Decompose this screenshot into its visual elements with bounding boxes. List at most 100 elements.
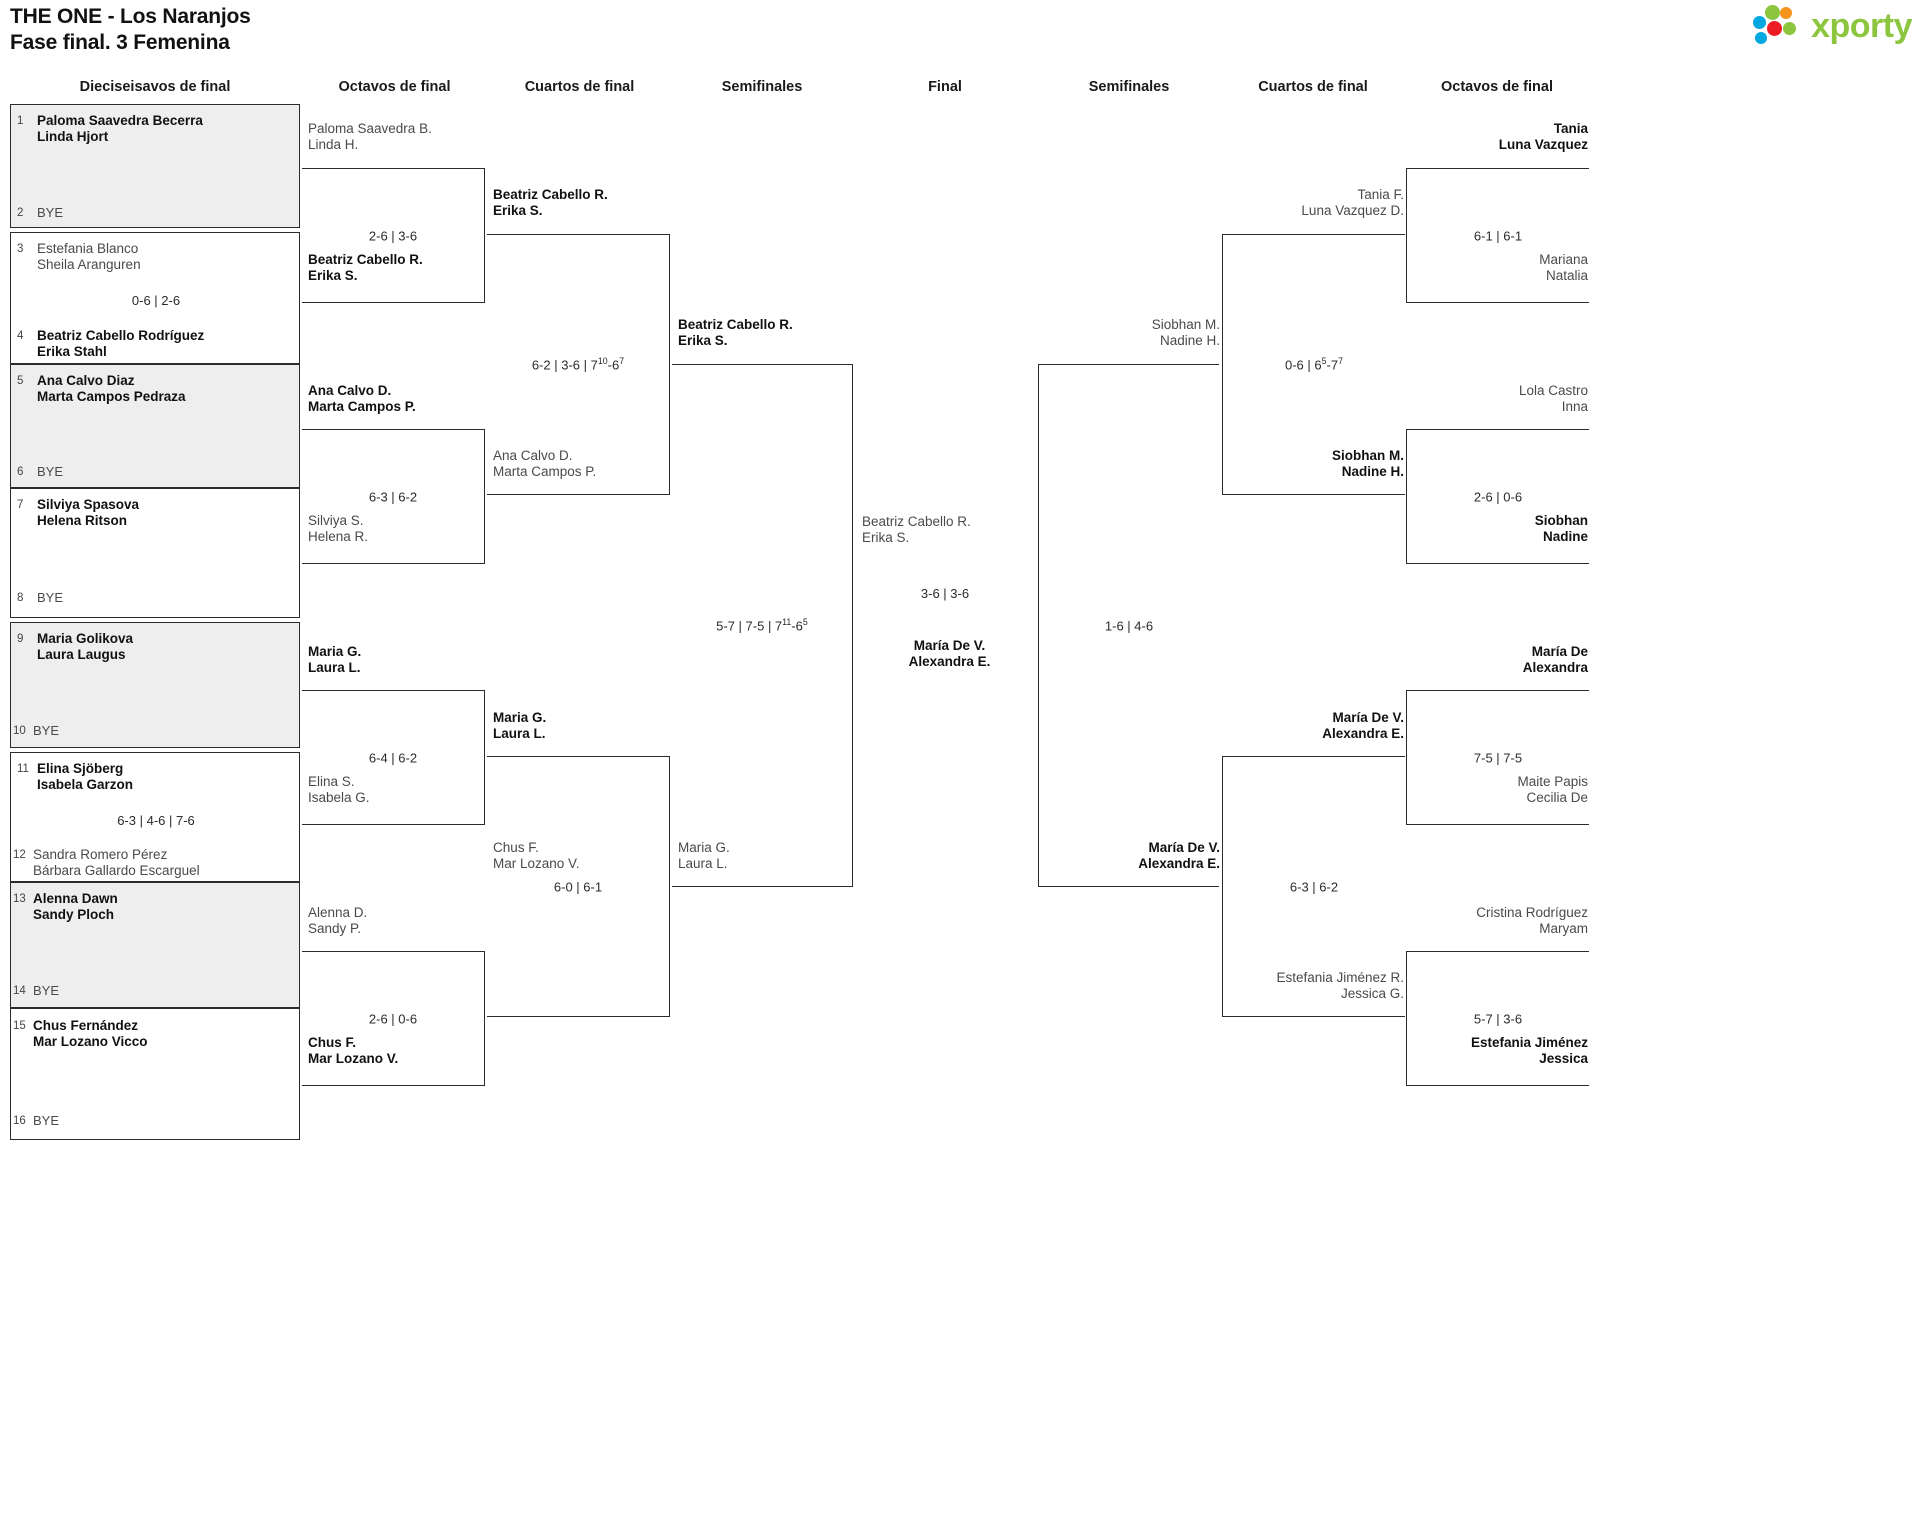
right-r16-match-4-box[interactable]: 5-7 | 3-6: [1406, 951, 1589, 1086]
right-sf-match-box[interactable]: 1-6 | 4-6: [1038, 364, 1219, 887]
r16-match-2-box[interactable]: 6-3 | 6-2: [302, 429, 485, 564]
r16-entrant-top: Alenna D.Sandy P.: [308, 905, 368, 936]
right-r16-match-2-box[interactable]: 2-6 | 0-6: [1406, 429, 1589, 564]
r16-match-2-score: 6-3 | 6-2: [368, 489, 418, 504]
r32-match-score: 6-3 | 4-6 | 7-6: [117, 813, 195, 828]
xporty-logo[interactable]: xporty: [1753, 4, 1912, 48]
seed-number: 12: [13, 849, 26, 861]
seed-number: 9: [17, 633, 24, 645]
page-title: THE ONE - Los Naranjos Fase final. 3 Fem…: [10, 4, 251, 56]
xporty-logo-icon: [1753, 4, 1805, 48]
r16-entrant-top: Ana Calvo D.Marta Campos P.: [308, 383, 416, 414]
right-qf-match-2-score: 6-3 | 6-2: [1289, 879, 1339, 894]
right-qf-entrant-top: María De V.Alexandra E.: [1322, 710, 1404, 741]
entrant-bye: BYE: [33, 983, 60, 998]
r16-match-1-box[interactable]: 2-6 | 3-6: [302, 168, 485, 303]
qf-match-2-score: 6-0 | 6-1: [553, 879, 603, 894]
right-r16-match-3-box[interactable]: 7-5 | 7-5: [1406, 690, 1589, 825]
seed-number: 1: [17, 115, 24, 127]
entrant-bye: BYE: [37, 464, 64, 479]
entrant-bye: BYE: [37, 590, 64, 605]
right-r16-match-2-score: 2-6 | 0-6: [1473, 489, 1523, 504]
qf-match-2-box[interactable]: 6-0 | 6-1: [487, 756, 670, 1017]
tournament-phase: Fase final. 3 Femenina: [10, 31, 230, 54]
qf-match-1-box[interactable]: 6-2 | 3-6 | 710-67: [487, 234, 670, 495]
right-qf-match-2-box[interactable]: 6-3 | 6-2: [1222, 756, 1405, 1017]
seed-number: 5: [17, 375, 24, 387]
r32-entrant: 16 BYE: [13, 1113, 59, 1128]
r16-entrant-bottom: Silviya S.Helena R.: [308, 513, 369, 544]
qf-entrant-top: Beatriz Cabello R.Erika S.: [493, 187, 608, 218]
r32-entrant: 2 BYE: [17, 205, 63, 220]
sf-entrant-bottom: Maria G.Laura L.: [678, 840, 730, 871]
sf-match-1-score: 5-7 | 7-5 | 711-65: [716, 616, 808, 633]
round-header-left-r16: Octavos de final: [338, 79, 451, 95]
right-r16-match-4-score: 5-7 | 3-6: [1473, 1011, 1523, 1026]
r32-entrant: 6 BYE: [17, 464, 63, 479]
seed-number: 4: [17, 330, 24, 342]
entrant-bye: BYE: [33, 1113, 60, 1128]
seed-number: 10: [13, 725, 26, 737]
right-qf-match-1-score: 0-6 | 65-77: [1284, 355, 1344, 372]
round-header-left-qf: Cuartos de final: [524, 79, 635, 95]
right-qf-entrant-bottom: Estefania Jiménez R.Jessica G.: [1276, 970, 1404, 1001]
right-sf-entrant-top: Siobhan M.Nadine H.: [1151, 317, 1220, 348]
qf-entrant-bottom: Ana Calvo D.Marta Campos P.: [493, 448, 597, 479]
right-sf-entrant-bottom: María De V.Alexandra E.: [1138, 840, 1220, 871]
round-header-right-sf: Semifinales: [1088, 79, 1170, 95]
r16-match-3-box[interactable]: 6-4 | 6-2: [302, 690, 485, 825]
right-qf-entrant-top: Tania F.Luna Vazquez D.: [1301, 187, 1404, 218]
r16-entrant-bottom: Elina S.Isabela G.: [308, 774, 370, 805]
r16-match-3-score: 6-4 | 6-2: [368, 750, 418, 765]
r32-entrant: 10 BYE: [13, 723, 59, 738]
round-header-final: Final: [928, 79, 962, 95]
round-header-right-r16: Octavos de final: [1440, 79, 1553, 95]
right-r16-match-3-score: 7-5 | 7-5: [1473, 750, 1523, 765]
r16-entrant-bottom: Beatriz Cabello R.Erika S.: [308, 252, 423, 283]
seed-number: 13: [13, 893, 26, 905]
right-sf-match-score: 1-6 | 4-6: [1104, 618, 1154, 633]
r16-entrant-top: Paloma Saavedra B.Linda H.: [308, 121, 432, 152]
right-r16-match-1-box[interactable]: 6-1 | 6-1: [1406, 168, 1589, 303]
round-header-left-sf: Semifinales: [721, 79, 803, 95]
right-qf-match-1-box[interactable]: 0-6 | 65-77: [1222, 234, 1405, 495]
seed-number: 16: [13, 1115, 26, 1127]
r16-match-4-score: 2-6 | 0-6: [368, 1011, 418, 1026]
r16-match-1-score: 2-6 | 3-6: [368, 228, 418, 243]
xporty-wordmark: xporty: [1811, 6, 1912, 45]
final-entrant-right: María De V.Alexandra E.: [908, 638, 991, 669]
seed-number: 2: [17, 207, 24, 219]
seed-number: 6: [17, 466, 24, 478]
sf-match-1-box[interactable]: 5-7 | 7-5 | 711-65: [672, 364, 853, 887]
r16-match-4-box[interactable]: 2-6 | 0-6: [302, 951, 485, 1086]
final-score: 3-6 | 3-6: [920, 586, 970, 601]
round-header-left-r32: Dieciseisavos de final: [79, 79, 231, 95]
round-header-right-qf: Cuartos de final: [1258, 79, 1368, 95]
entrant-bye: BYE: [33, 723, 60, 738]
